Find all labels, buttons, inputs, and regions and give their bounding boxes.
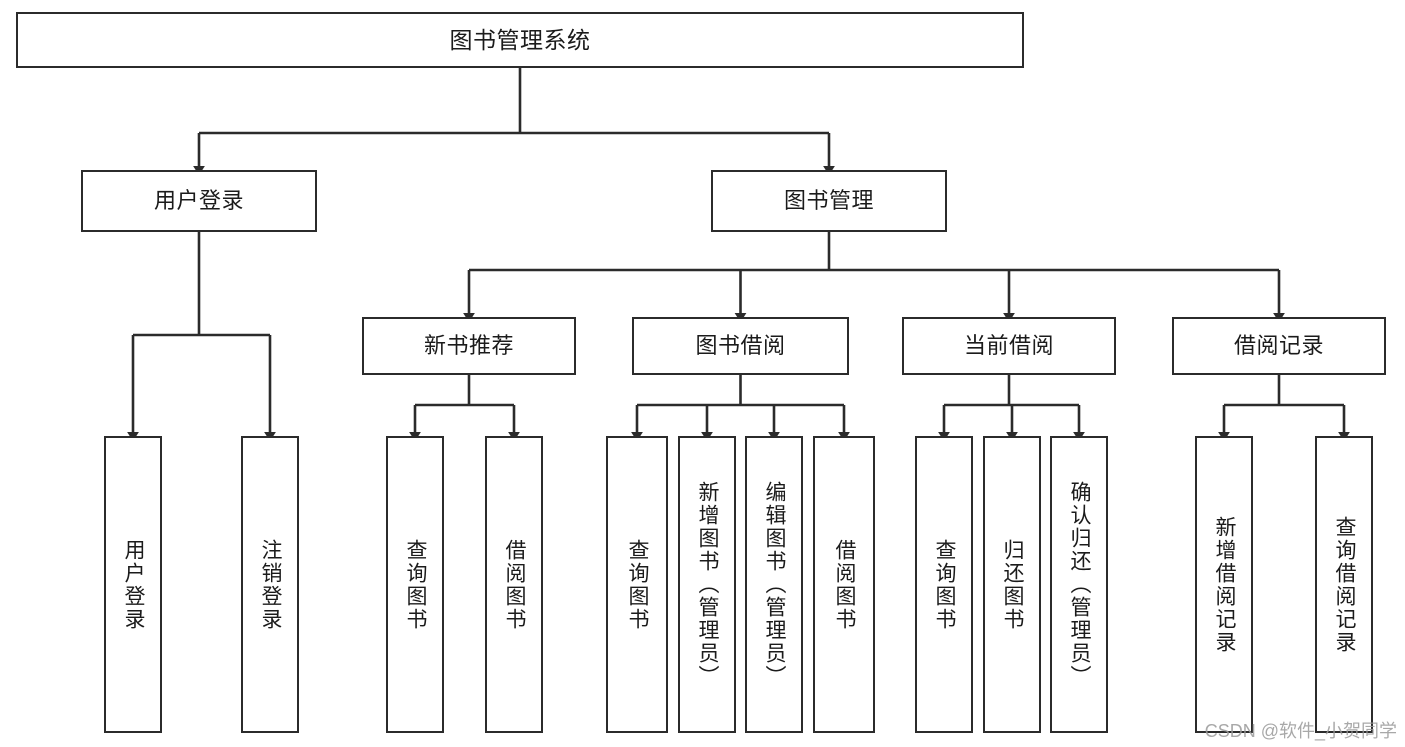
node-l-add-book: 新增图书（管理员） <box>678 436 736 733</box>
node-label: 查询图书 <box>404 538 428 631</box>
node-label: 编辑图书（管理员） <box>763 481 787 688</box>
node-l-confirm-return: 确认归还（管理员） <box>1050 436 1108 733</box>
node-l-add-record: 新增借阅记录 <box>1195 436 1253 733</box>
node-l-borrow-book-2: 借阅图书 <box>813 436 875 733</box>
node-label: 图书管理系统 <box>449 26 591 53</box>
node-l-query-book-2: 查询图书 <box>606 436 668 733</box>
node-n-current: 当前借阅 <box>902 317 1116 375</box>
node-label: 注销登录 <box>259 538 283 631</box>
node-n-user-login: 用户登录 <box>81 170 317 232</box>
node-label: 图书借阅 <box>695 333 786 359</box>
node-label: 新书推荐 <box>423 333 514 359</box>
node-label: 借阅记录 <box>1233 333 1324 359</box>
node-l-edit-book: 编辑图书（管理员） <box>745 436 803 733</box>
node-label: 查询借阅记录 <box>1333 515 1357 654</box>
node-label: 查询图书 <box>933 538 957 631</box>
node-label: 用户登录 <box>153 188 244 214</box>
node-label: 借阅图书 <box>503 538 527 631</box>
node-l-query-book-3: 查询图书 <box>915 436 973 733</box>
node-label: 查询图书 <box>626 538 650 631</box>
node-label: 图书管理 <box>783 188 874 214</box>
node-label: 归还图书 <box>1001 538 1025 631</box>
node-l-return-book: 归还图书 <box>983 436 1041 733</box>
node-label: 用户登录 <box>122 538 146 631</box>
node-label: 当前借阅 <box>963 333 1054 359</box>
node-n-new-book: 新书推荐 <box>362 317 576 375</box>
node-label: 新增图书（管理员） <box>696 481 720 688</box>
node-l-query-record: 查询借阅记录 <box>1315 436 1373 733</box>
node-label: 借阅图书 <box>833 538 857 631</box>
node-n-book-manage: 图书管理 <box>711 170 947 232</box>
node-l-logout: 注销登录 <box>241 436 299 733</box>
node-n-borrow: 图书借阅 <box>632 317 849 375</box>
node-n-record: 借阅记录 <box>1172 317 1386 375</box>
node-l-borrow-book-1: 借阅图书 <box>485 436 543 733</box>
node-label: 新增借阅记录 <box>1213 515 1237 654</box>
node-l-query-book-1: 查询图书 <box>386 436 444 733</box>
node-label: 确认归还（管理员） <box>1068 481 1092 688</box>
node-root: 图书管理系统 <box>16 12 1024 68</box>
node-l-user-login: 用户登录 <box>104 436 162 733</box>
